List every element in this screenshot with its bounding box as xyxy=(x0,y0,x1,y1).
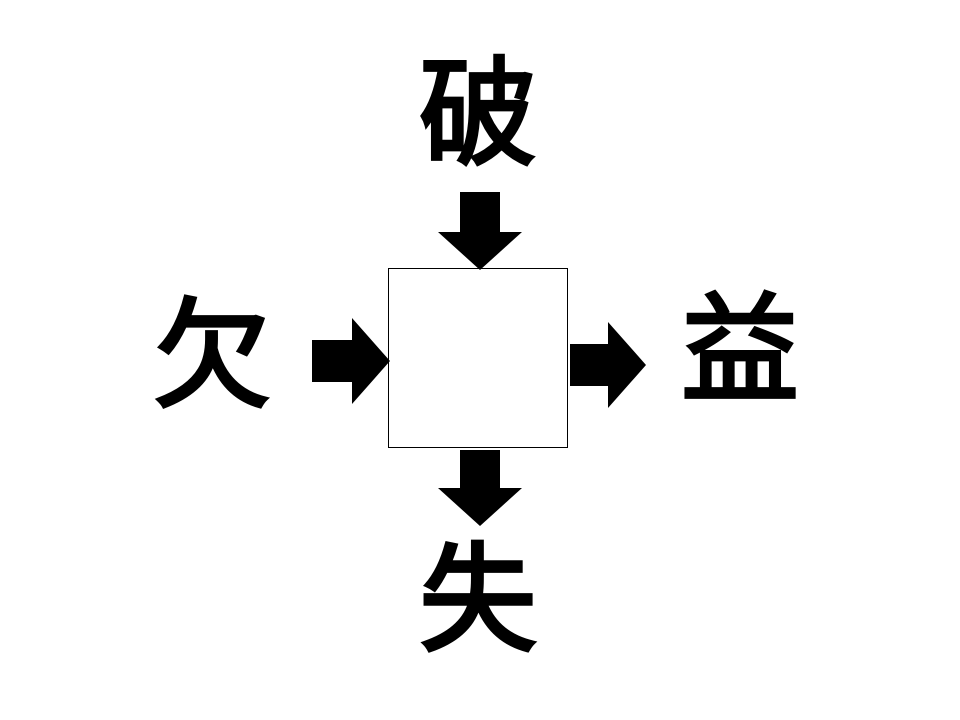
kanji-left: 欠 xyxy=(152,287,271,425)
arrow-down-icon xyxy=(438,192,522,270)
arrow-right-icon xyxy=(312,318,390,404)
kanji-right: 益 xyxy=(680,281,799,419)
kanji-top: 破 xyxy=(418,45,537,183)
arrow-down-icon xyxy=(438,450,522,526)
kanji-bottom: 失 xyxy=(418,531,537,669)
answer-box[interactable] xyxy=(388,268,568,448)
arrow-right-icon xyxy=(570,322,646,408)
